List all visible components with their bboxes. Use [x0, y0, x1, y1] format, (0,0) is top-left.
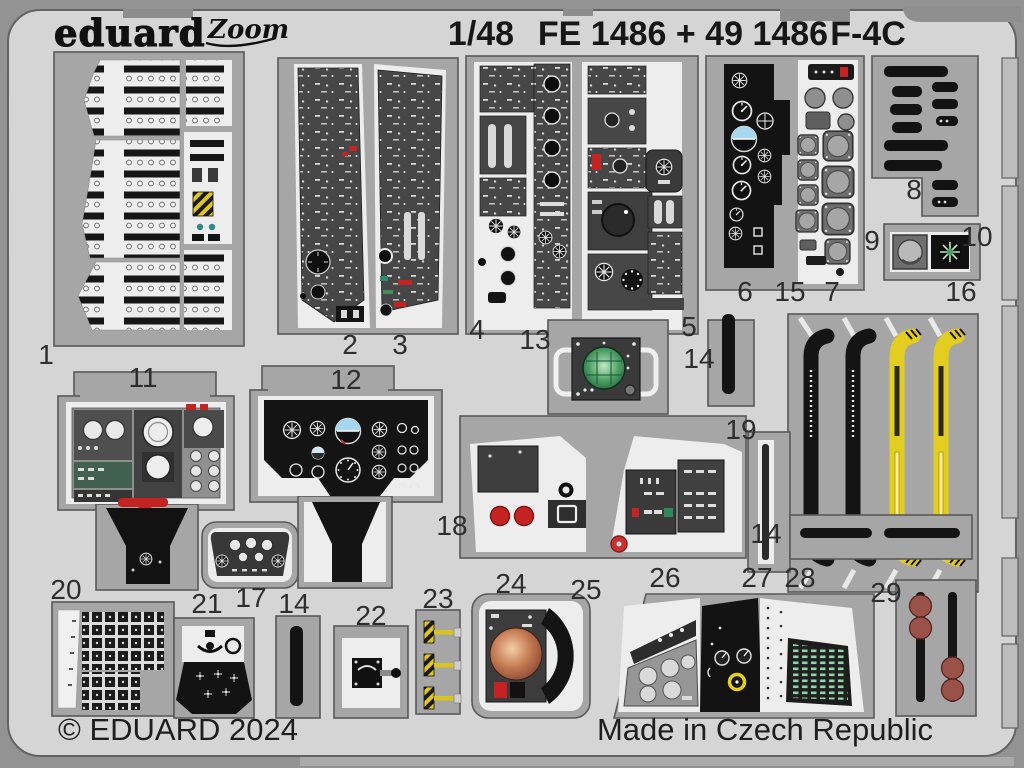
part-number-label: 7 — [824, 276, 840, 307]
part-number-label: 28 — [784, 562, 815, 593]
part-number-label: 5 — [681, 311, 697, 342]
part-number-label: 26 — [649, 562, 680, 593]
part-number-label: 14 — [278, 588, 309, 619]
part-number-label: 18 — [436, 510, 467, 541]
pe-frame-01-side-consoles — [53, 51, 245, 347]
part-number-label: 2 — [342, 329, 358, 360]
part-number-label: 6 — [737, 276, 753, 307]
part-number-label: 19 — [725, 414, 756, 445]
pe-frame-20-grid — [51, 601, 175, 717]
part-number-label: 13 — [519, 324, 550, 355]
striped-lever — [423, 653, 462, 677]
pe-frame-12-instrument-panel — [249, 365, 443, 589]
pe-frame-14-rail-bottom — [275, 615, 321, 719]
part-number-label: 15 — [774, 276, 805, 307]
part-number-label: 24 — [495, 568, 526, 599]
part-number-label: 3 — [392, 329, 408, 360]
pe-frame-08-seat-parts — [871, 55, 979, 217]
product-code-text: FE 1486 + 49 1486 — [538, 15, 828, 53]
part-number-label: 20 — [50, 574, 81, 605]
pe-frame-29-mirror-arms — [895, 579, 977, 717]
part-number-label: 29 — [870, 577, 901, 608]
pe-frame-14-rail — [707, 314, 755, 407]
red-button-part — [489, 505, 511, 527]
part-number-label: 8 — [906, 174, 922, 205]
part-number-label: 14 — [750, 518, 781, 549]
pe-frame-21-quadrant — [173, 617, 255, 719]
pe-frame-17-panel — [201, 521, 299, 589]
part-number-label: 25 — [570, 574, 601, 605]
pe-frame-13-radar-scope — [547, 319, 669, 415]
radar-screen — [582, 346, 626, 390]
footer: © EDUARD 2024 Made in Czech Republic — [58, 712, 933, 747]
brand-logo-text: eduard — [54, 11, 206, 55]
red-button-part — [513, 505, 535, 527]
header: eduard Zoom 1/48 FE 1486 + 49 1486 F-4C — [53, 10, 906, 55]
series-logo-text: Zoom — [207, 15, 289, 45]
panel-shroud — [106, 508, 188, 584]
pe-frame-11-instrument-panel — [57, 371, 235, 591]
pe-frame-09-10 — [883, 223, 981, 281]
striped-lever — [423, 620, 462, 644]
part-number-label: 11 — [128, 362, 157, 393]
pe-frame-19-strip — [747, 431, 791, 573]
pe-frame-06-15-07-panel-bezels — [705, 55, 865, 291]
part-number-label: 12 — [330, 364, 361, 395]
part-number-label: 10 — [961, 221, 992, 252]
part-number-label: 1 — [38, 339, 54, 370]
pe-frame-04-05-consoles — [465, 55, 699, 335]
copyright-text: © EDUARD 2024 — [58, 712, 298, 747]
pe-frame-23-levers — [415, 609, 462, 715]
part-number-label: 17 — [235, 582, 266, 613]
subject-text: F-4C — [830, 15, 906, 53]
pe-frame-24-25-scope-hood — [471, 593, 591, 719]
part-number-label: 21 — [191, 588, 222, 619]
pe-edge-strips — [1001, 57, 1019, 729]
striped-lever — [423, 686, 462, 710]
part-number-label: 23 — [422, 583, 453, 614]
part-number-label: 14 — [683, 343, 714, 374]
black-panel-part — [264, 400, 428, 496]
red-switch-cover — [592, 154, 601, 170]
series-logo-underline — [205, 36, 277, 48]
pe-frame-02-03-consoles — [277, 57, 459, 335]
pe-frame-22-handle-plate — [333, 625, 409, 719]
shroud-part — [541, 608, 574, 704]
pe-frame-26-27-28-panels — [612, 593, 875, 719]
part-number-label: 16 — [945, 276, 976, 307]
scale-text: 1/48 — [448, 15, 514, 53]
hazard-stripe-part — [192, 191, 214, 217]
origin-text: Made in Czech Republic — [597, 712, 933, 747]
part-number-label: 9 — [864, 225, 880, 256]
part-number-label: 22 — [355, 600, 386, 631]
breaker-panel — [790, 644, 848, 700]
part-number-label: 4 — [469, 314, 485, 345]
scope-hood-ball — [489, 627, 543, 681]
part-number-label: 27 — [741, 562, 772, 593]
pe-frame-14-rails-right — [789, 514, 973, 560]
pe-frame-18-panels — [459, 415, 747, 559]
warning-strip — [118, 498, 168, 507]
